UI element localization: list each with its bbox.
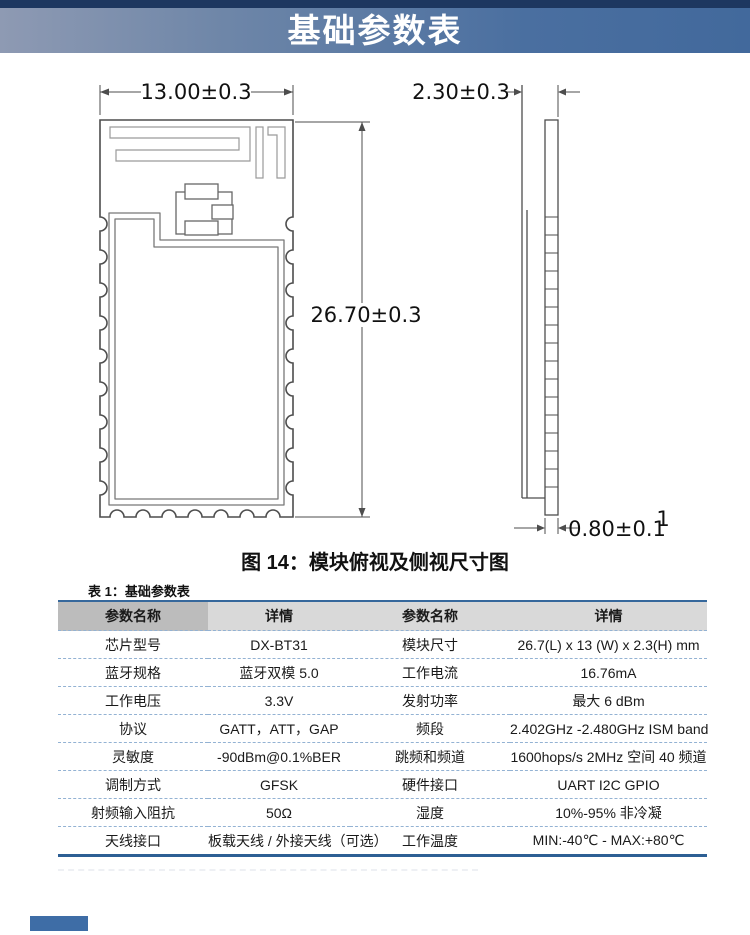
cell-param: 跳频和频道 <box>350 742 510 771</box>
cell-value: GATT，ATT，GAP <box>208 714 350 743</box>
arrowhead-in-left-icon <box>514 88 522 96</box>
cell-value: 2.402GHz -2.480GHz ISM band <box>510 714 708 743</box>
dim-pad-note: 1 <box>656 507 669 531</box>
table-row: 协议 GATT，ATT，GAP 频段 2.402GHz -2.480GHz IS… <box>58 714 708 743</box>
cell-value: UART I2C GPIO <box>510 770 707 799</box>
table-label: 表 1：基础参数表 <box>88 584 190 599</box>
arrowhead-right-icon <box>284 88 293 96</box>
cell-value: 蓝牙双模 5.0 <box>208 658 350 687</box>
banner-top-strip <box>0 0 750 8</box>
antenna-trace <box>109 126 286 179</box>
banner-gradient: 基础参数表 <box>0 8 750 53</box>
cell-value: 最大 6 dBm <box>510 686 707 715</box>
arrowhead-pad-left-icon <box>537 524 545 532</box>
page-title: 基础参数表 <box>287 12 463 49</box>
arrowhead-in-right-icon <box>558 88 566 96</box>
cell-param: 协议 <box>58 714 208 743</box>
component-group <box>175 183 234 236</box>
cell-param: 湿度 <box>350 798 510 827</box>
arrowhead-down-icon <box>358 508 366 517</box>
cell-param: 蓝牙规格 <box>58 658 208 687</box>
dim-pad-label: 0.80±0.1 <box>568 517 666 537</box>
dimension-height: 26.70±0.3 <box>295 121 422 518</box>
table-row: 蓝牙规格 蓝牙双模 5.0 工作电流 16.76mA <box>58 658 707 687</box>
pad-rungs <box>545 216 558 488</box>
cell-param: 天线接口 <box>105 832 161 849</box>
arrowhead-up-icon <box>358 122 366 131</box>
arrowhead-pad-right-icon <box>558 524 566 532</box>
top-view <box>99 119 294 518</box>
cell-value: GFSK <box>208 770 350 799</box>
cell-value: 26.7(L) x 13 (W) x 2.3(H) mm <box>510 630 707 659</box>
table-row: 射频输入阻抗 50Ω 湿度 10%-95% 非冷凝 <box>58 798 707 827</box>
board-outline <box>99 119 294 518</box>
dim-width-label: 13.00±0.3 <box>140 80 251 104</box>
dimension-thickness: 2.30±0.3 <box>412 80 580 117</box>
cell-value: 10%-95% 非冷凝 <box>510 798 707 827</box>
dim-height-label: 26.70±0.3 <box>310 303 421 327</box>
inner-outline <box>108 212 285 506</box>
pad-column <box>544 119 559 516</box>
cell-param: 芯片型号 <box>58 630 208 659</box>
cell-value: 1600hops/s 2MHz 空间 40 频道 <box>510 742 707 771</box>
cell-value: MIN:-40℃ - MAX:+80℃ <box>532 832 685 848</box>
cell-param: 灵敏度 <box>58 742 208 771</box>
cell-value: 3.3V <box>208 686 350 715</box>
table-header-row: 参数名称 详情 参数名称 详情 <box>58 601 707 631</box>
cell-value: DX-BT31 <box>208 630 350 659</box>
dimension-width: 13.00±0.3 <box>99 80 294 115</box>
table-row: 调制方式 GFSK 硬件接口 UART I2C GPIO <box>58 770 707 799</box>
table-row: 灵敏度 -90dBm@0.1%BER 跳频和频道 1600hops/s 2MHz… <box>58 742 707 771</box>
table-row: 芯片型号 DX-BT31 模块尺寸 26.7(L) x 13 (W) x 2.3… <box>58 630 707 659</box>
header-detail-1: 详情 <box>208 601 350 631</box>
cell-param: 工作电流 <box>350 658 510 687</box>
dimension-pad: 0.80±0.1 1 <box>514 507 670 541</box>
dimension-drawing-svg: 13.00±0.3 26.70±0.3 2.30±0.3 0.80±0.1 1 <box>99 80 670 541</box>
cell-param: 频段 <box>350 714 510 743</box>
table-row: 工作电压 3.3V 发射功率 最大 6 dBm <box>58 686 707 715</box>
footer-logo-block <box>30 916 88 931</box>
figure-caption: 图 14：模块俯视及侧视尺寸图 <box>241 552 509 574</box>
cell-value: 50Ω <box>208 798 350 827</box>
pcb-edge-lines <box>521 85 545 499</box>
ghost-separator <box>58 869 478 871</box>
cell-param: 射频输入阻抗 <box>58 798 208 827</box>
cell-value: 16.76mA <box>510 658 707 687</box>
page-header-banner: 基础参数表 <box>0 0 750 53</box>
header-param-name-2: 参数名称 <box>350 601 510 631</box>
module-dimension-drawing: 13.00±0.3 26.70±0.3 2.30±0.3 0.80±0.1 1 <box>0 57 750 541</box>
cell-param: 工作电压 <box>58 686 208 715</box>
cell-param: 工作温度 <box>402 832 458 849</box>
cell-param: 发射功率 <box>350 686 510 715</box>
cell-param: 模块尺寸 <box>350 630 510 659</box>
arrowhead-left-icon <box>100 88 109 96</box>
cell-value: -90dBm@0.1%BER <box>208 742 350 771</box>
side-view <box>521 85 559 516</box>
table-row: 天线接口 板载天线 / 外接天线（可选） 工作温度 MIN:-40℃ - MAX… <box>58 827 707 856</box>
cell-param: 调制方式 <box>58 770 208 799</box>
parameters-table: 参数名称 详情 参数名称 详情 芯片型号 DX-BT31 模块尺寸 26.7(L… <box>58 600 708 857</box>
cell-value: 板载天线 / 外接天线（可选） <box>208 832 388 849</box>
header-param-name-1: 参数名称 <box>58 601 208 631</box>
dim-thickness-label: 2.30±0.3 <box>412 80 510 104</box>
header-detail-2: 详情 <box>510 601 707 631</box>
cell-param: 硬件接口 <box>350 770 510 799</box>
